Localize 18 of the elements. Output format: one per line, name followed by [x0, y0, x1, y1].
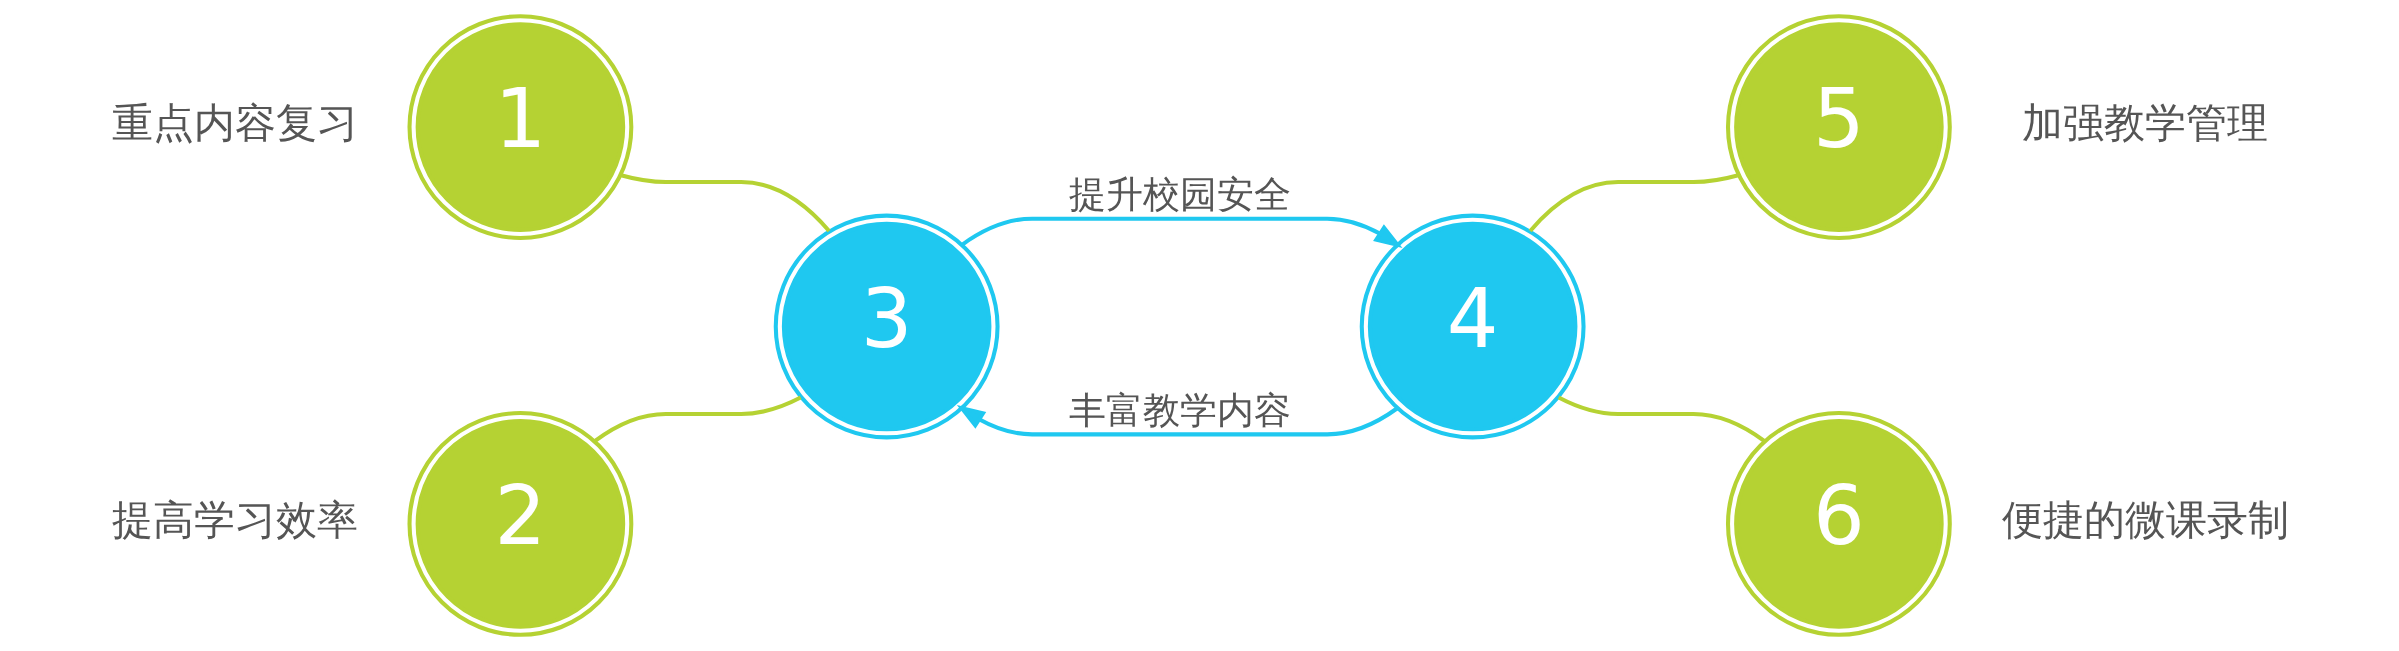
node-circle: 6 — [1725, 410, 1952, 637]
node-label: 提高学习效率 — [111, 496, 358, 545]
node-circle: 1 — [407, 14, 633, 241]
node-circle: 3 — [773, 213, 1000, 440]
connector — [619, 173, 831, 233]
node-label: 重点内容复习 — [111, 99, 358, 148]
node-label: 加强教学管理 — [2021, 99, 2268, 148]
arrow — [956, 404, 1398, 437]
connector — [593, 395, 802, 443]
node-circle: 4 — [1359, 213, 1586, 440]
node-circle: 5 — [1725, 14, 1952, 241]
edge-label: 丰富教学内容 — [1068, 388, 1291, 432]
connector — [1528, 173, 1739, 233]
edge-label: 提升校园安全 — [1068, 173, 1291, 217]
connector — [1557, 395, 1766, 443]
node-circle: 2 — [407, 410, 633, 637]
arrow — [960, 216, 1402, 249]
node-label: 便捷的微课录制 — [2001, 496, 2289, 545]
